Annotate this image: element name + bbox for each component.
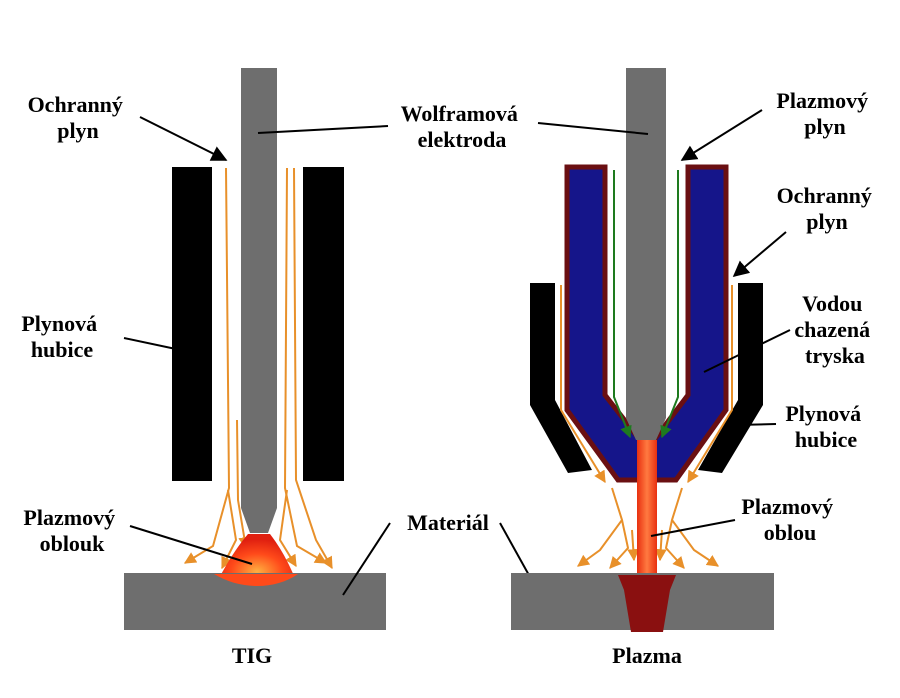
plasma-shield-gas-pointer	[732, 231, 787, 278]
plasma-cooled-nozzle-right	[651, 164, 729, 483]
plasma-weld-pool	[618, 575, 676, 632]
tig-gas-nozzle-left-wall	[172, 167, 212, 481]
tig-gas-nozzle-pointer	[123, 337, 191, 353]
plasma-electrode-pointer	[537, 122, 649, 135]
tig-title: TIG	[232, 643, 272, 668]
tig-weld-pool	[214, 574, 298, 586]
plasma-gas-nozzle-left-wall	[530, 283, 592, 473]
plasma-cooled-nozzle-label: Vodou chazená tryska	[794, 291, 875, 368]
tig-plasma-arc-label: Plazmový oblouk	[23, 505, 120, 556]
material-label: Materiál	[407, 510, 489, 535]
plasma-diagram: Plazmový plyn Ochranný plyn Vodou chazen…	[511, 68, 878, 668]
plasma-gas-flow	[613, 170, 679, 439]
plasma-cooled-nozzle-pointer	[703, 329, 791, 373]
plasma-shield-gas-flow	[560, 285, 733, 569]
tig-electrode-pointer	[257, 125, 389, 134]
tig-shield-gas-pointer	[139, 116, 228, 161]
plasma-shield-gas-label: Ochranný plyn	[777, 183, 878, 234]
tig-gas-nozzle-label: Plynová hubice	[21, 311, 102, 362]
plasma-tungsten-electrode	[626, 68, 666, 440]
material-pointer-left	[342, 522, 391, 596]
tig-electrode-label: Wolframová elektroda	[401, 101, 524, 152]
tig-tungsten-electrode	[241, 68, 277, 533]
tig-diagram: Ochranný plyn Wolframová elektroda Plyno…	[21, 68, 541, 668]
plasma-gas-nozzle-label: Plynová hubice	[785, 401, 866, 452]
plasma-arc-pointer	[650, 519, 736, 537]
plasma-arc-column	[637, 440, 657, 578]
tig-gas-nozzle-right-wall	[303, 167, 344, 481]
tig-plasma-arc-pointer	[129, 525, 253, 565]
plasma-gas-label: Plazmový plyn	[776, 88, 873, 139]
plasma-gas-nozzle-pointer	[734, 423, 777, 426]
plasma-arc-label: Plazmový oblou	[741, 494, 838, 545]
tig-shield-gas-label: Ochranný plyn	[28, 92, 129, 143]
plasma-gas-pointer	[680, 109, 763, 161]
tig-shield-gas-flow	[183, 167, 333, 570]
plasma-title: Plazma	[612, 643, 682, 668]
